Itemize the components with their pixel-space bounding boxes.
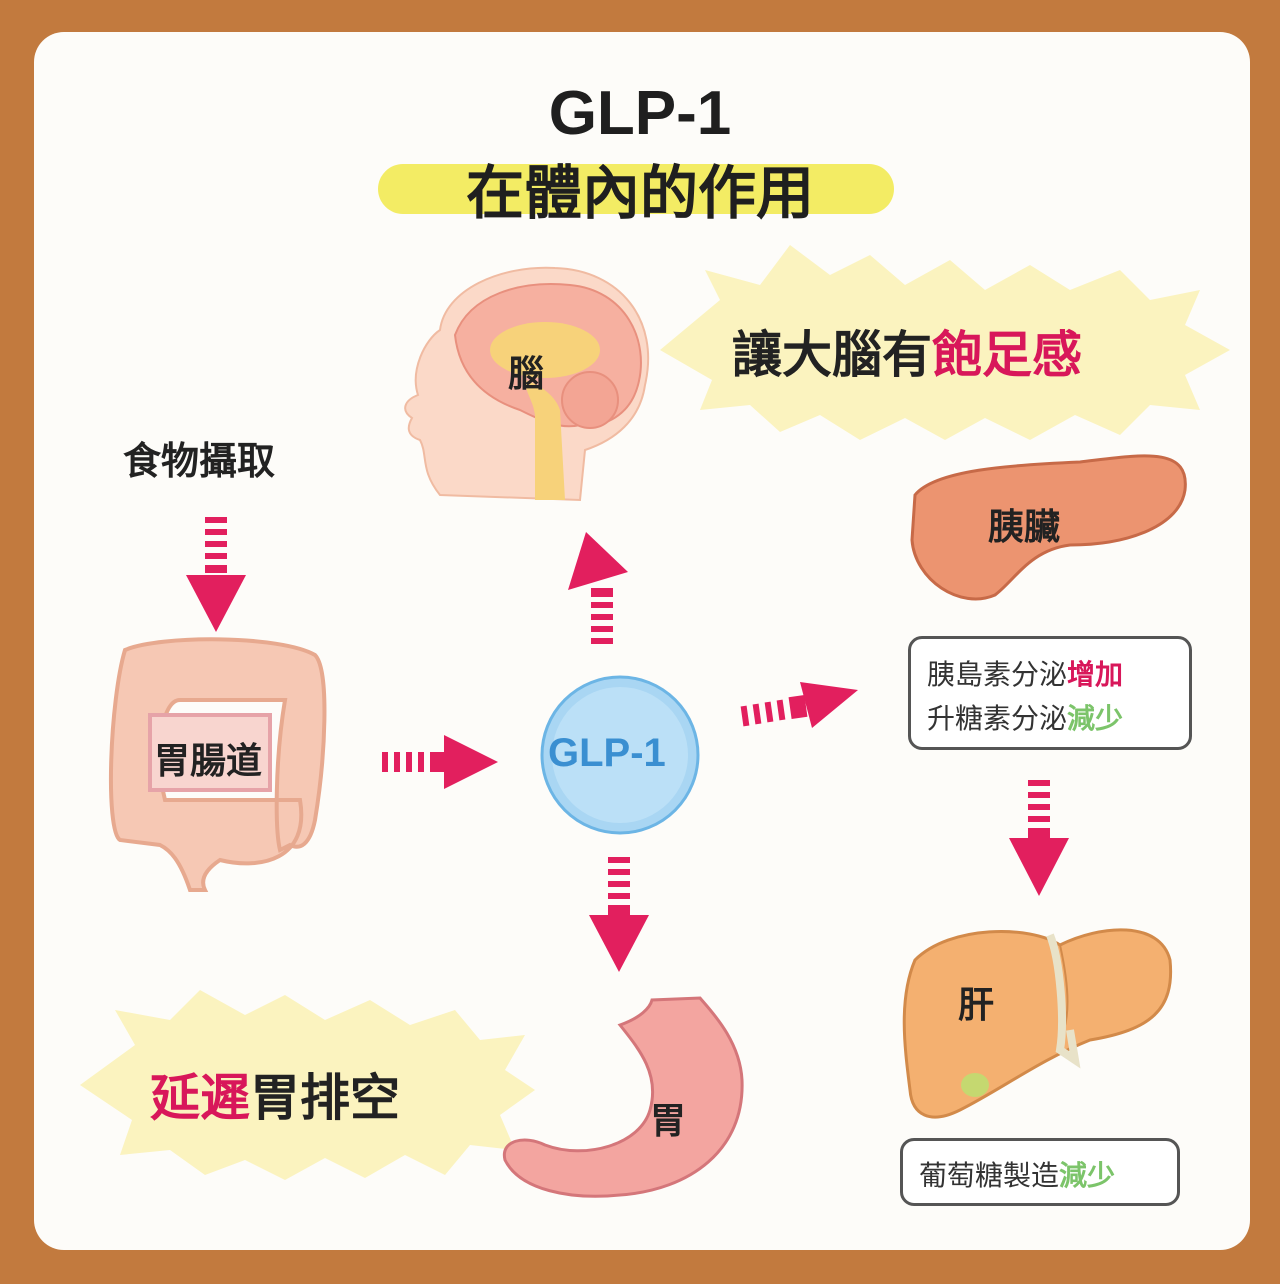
arrow-glp1-to-pancreas [740, 682, 858, 728]
arrow-glp1-to-brain [568, 532, 628, 644]
glp1-center-label: GLP-1 [548, 731, 666, 775]
pancreas-illustration [910, 454, 1187, 601]
insulin-change: 增加 [1067, 658, 1124, 691]
stomach-label: 胃 [650, 1101, 687, 1142]
brain-effect-burst [660, 245, 1230, 440]
stomach-illustration [502, 996, 744, 1198]
pancreas-label: 胰臟 [988, 507, 1061, 548]
glucose-line: 葡萄糖製造減少 [919, 1154, 1115, 1194]
brain-illustration [404, 266, 650, 502]
gut-label: 胃腸道 [154, 741, 263, 782]
liver-effect-box: 葡萄糖製造減少 [900, 1138, 1180, 1206]
stomach-effect-highlight: 延遲 [150, 1069, 250, 1127]
insulin-text: 胰島素分泌 [927, 658, 1068, 691]
arrow-pancreas-to-liver [1009, 780, 1069, 896]
brain-label: 腦 [508, 354, 545, 395]
stomach-effect-normal: 胃排空 [250, 1069, 400, 1127]
stomach-effect: 延遲胃排空 [150, 1058, 400, 1130]
brain-effect-normal: 讓大腦有 [732, 326, 932, 384]
insulin-line: 胰島素分泌增加 [927, 653, 1123, 693]
liver-label: 肝 [958, 985, 995, 1026]
title-highlight [378, 164, 894, 214]
food-intake-label: 食物攝取 [123, 439, 276, 483]
glucagon-text: 升糖素分泌 [927, 702, 1068, 735]
arrow-gut-to-glp1 [382, 735, 498, 789]
title-line-2: 在體內的作用 [465, 159, 814, 227]
pancreas-effect-box: 胰島素分泌增加 升糖素分泌減少 [908, 636, 1192, 750]
brain-effect: 讓大腦有飽足感 [732, 315, 1082, 387]
glucagon-line: 升糖素分泌減少 [927, 697, 1123, 737]
glucagon-change: 減少 [1067, 702, 1124, 735]
title-line-1: GLP-1 [548, 79, 732, 148]
liver-illustration [902, 928, 1173, 1119]
brain-effect-highlight: 飽足感 [932, 326, 1082, 384]
glucose-change: 減少 [1059, 1159, 1116, 1192]
gut-illustration [108, 637, 327, 892]
arrow-glp1-to-stomach [589, 857, 649, 972]
glucose-text: 葡萄糖製造 [919, 1159, 1060, 1192]
stomach-effect-burst [80, 990, 535, 1180]
arrow-food-to-gut [186, 517, 246, 632]
